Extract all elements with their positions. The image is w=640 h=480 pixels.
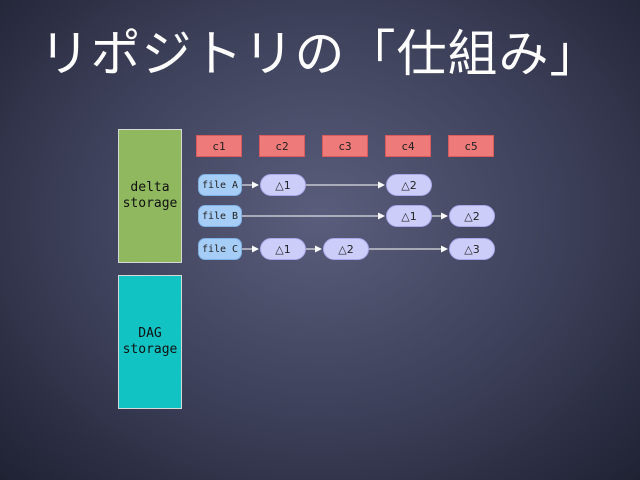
delta-storage-label-line2: storage [122, 196, 178, 211]
file-a-delta1: △1 [260, 174, 306, 196]
file-b-node: file B [198, 205, 242, 227]
file-c-delta2: △2 [323, 238, 369, 260]
dag-storage-box: DAG storage [118, 275, 182, 409]
file-c-delta3: △3 [449, 238, 495, 260]
commit-c1: c1 [196, 135, 242, 157]
slide-title: リポジトリの「仕組み」 [39, 25, 601, 83]
dag-storage-label-line1: DAG [138, 326, 162, 341]
commit-c4: c4 [385, 135, 431, 157]
delta-storage-label-line1: delta [130, 180, 170, 195]
file-b-delta2: △2 [449, 205, 495, 227]
commit-c2: c2 [259, 135, 305, 157]
file-c-node: file C [198, 238, 242, 260]
file-a-delta2: △2 [386, 174, 432, 196]
commit-c3: c3 [322, 135, 368, 157]
dag-storage-label-line2: storage [122, 342, 178, 357]
commit-c5: c5 [448, 135, 494, 157]
delta-storage-box: delta storage [118, 129, 182, 263]
file-b-delta1: △1 [386, 205, 432, 227]
file-c-delta1: △1 [260, 238, 306, 260]
file-a-node: file A [198, 174, 242, 196]
